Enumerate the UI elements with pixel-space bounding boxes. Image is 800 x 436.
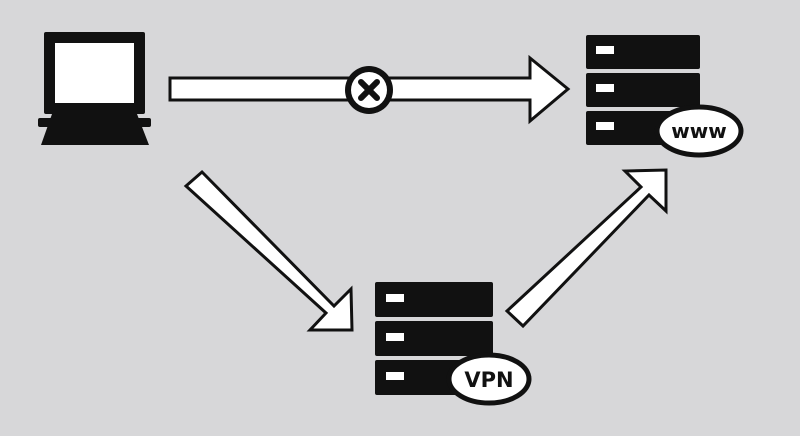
web-server-stack-icon: www: [586, 35, 744, 158]
web-server-label: www: [671, 119, 726, 143]
vpn-to-web-arrow: [504, 168, 668, 329]
vpn-server-stack-icon: VPN: [375, 282, 532, 406]
laptop-icon: [38, 32, 151, 145]
blocked-x-icon: [345, 66, 393, 114]
client-to-vpn-arrow: [183, 169, 354, 332]
vpn-server-label: VPN: [464, 368, 513, 392]
